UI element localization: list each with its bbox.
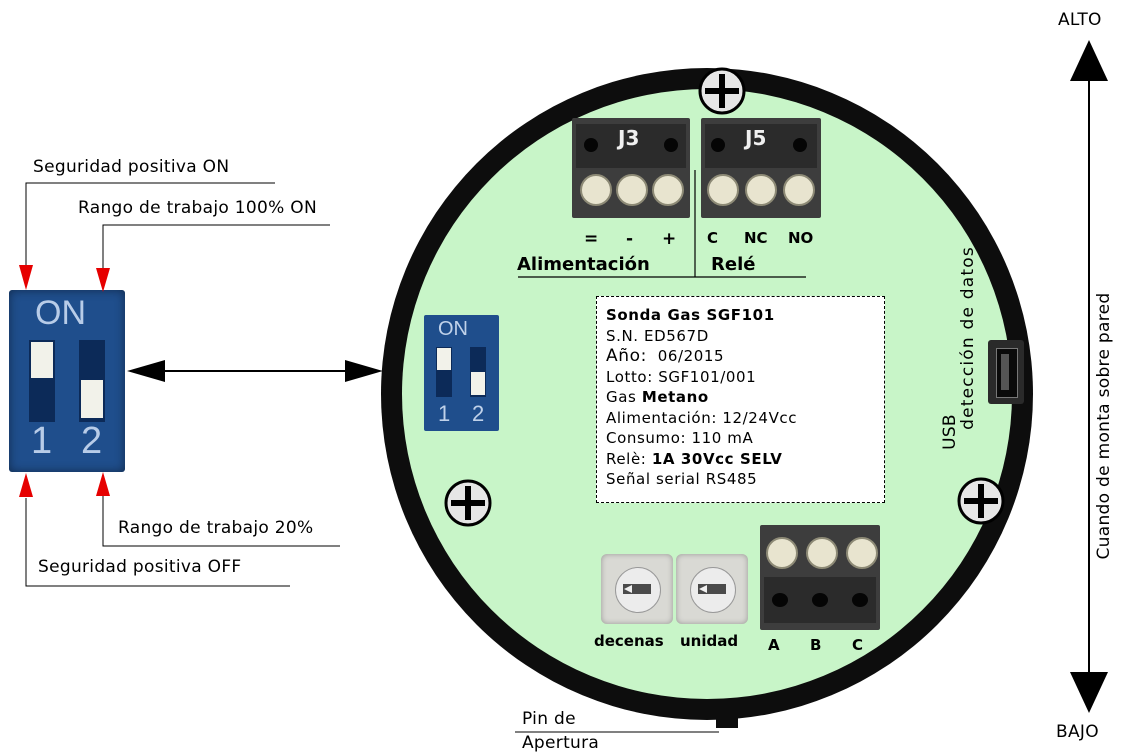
- dip-callout-lines: [19, 182, 340, 587]
- j5-pin-1: C: [707, 229, 719, 247]
- dip-switch-large: ON 1 2: [9, 290, 125, 472]
- opening-pin: [716, 704, 738, 728]
- phillips-screw-icon: [957, 477, 1005, 525]
- dip-small-knob-1[interactable]: [437, 348, 451, 370]
- j5-hole-3: [793, 138, 807, 152]
- j3-title: J3: [618, 126, 640, 150]
- phillips-screw-icon: [698, 67, 746, 115]
- dip-num-1: 1: [31, 420, 53, 462]
- j3-pin-3: +: [662, 229, 677, 249]
- label-line-power: Alimentación: 12/24Vcc: [606, 408, 798, 427]
- abc-screw-2: [806, 537, 838, 569]
- orientation-top-label: ALTO: [1058, 10, 1102, 30]
- j3-pin-2: -: [626, 229, 634, 249]
- product-label: Sonda Gas SGF101 S.N. ED567D Año: 06/201…: [596, 296, 885, 503]
- j3-screw-2: [616, 174, 648, 206]
- callout-range-20: Rango de trabajo 20%: [118, 518, 314, 538]
- label-line-lot: Lotto: SGF101/001: [606, 367, 757, 386]
- dip-small-knob-2[interactable]: [471, 372, 485, 395]
- rotary-label-unidad: unidad: [680, 632, 739, 650]
- usb-detection-label: detección de datos: [958, 246, 978, 430]
- double-arrow-icon: [127, 360, 383, 382]
- j5-screw-3: [783, 174, 815, 206]
- orientation-arrow-icon: [1070, 40, 1108, 713]
- callout-safety-off: Seguridad positiva OFF: [38, 557, 242, 577]
- usb-label: USB: [940, 414, 960, 450]
- dip-num-2: 2: [81, 420, 103, 462]
- label-line-relay: Relè: 1A 30Vcc SELV: [606, 449, 783, 468]
- rotary-switch-decenas[interactable]: [601, 554, 673, 624]
- dip-small-num-1: 1: [438, 401, 451, 426]
- label-line-gas: Gas Metano: [606, 388, 709, 406]
- dip-knob-1[interactable]: [31, 342, 53, 378]
- j5-screw-1: [707, 174, 739, 206]
- orientation-side-text: Cuando de monta sobre pared: [1094, 286, 1114, 566]
- abc-pin-c: C: [852, 636, 864, 654]
- dip-small-on-text: ON: [438, 318, 468, 340]
- rotary-label-decenas: decenas: [594, 632, 664, 650]
- abc-screw-1: [766, 537, 798, 569]
- label-line-consumption: Consumo: 110 mA: [606, 429, 754, 447]
- rotary-switch-unidad[interactable]: [676, 554, 748, 624]
- terminal-block-abc: [760, 525, 880, 630]
- callout-safety-on: Seguridad positiva ON: [33, 157, 230, 177]
- j3-screw-1: [580, 174, 612, 206]
- j3-caption: Alimentación: [517, 254, 650, 275]
- j3-hole-3: [664, 138, 678, 152]
- abc-hole-3: [852, 593, 868, 607]
- terminal-block-j5: J5: [701, 118, 821, 218]
- orientation-bottom-label: BAJO: [1056, 722, 1099, 742]
- usb-port-icon: [988, 340, 1024, 404]
- pin-label-line1: Pin de: [522, 709, 576, 729]
- dip-small-num-2: 2: [472, 401, 485, 426]
- phillips-screw-icon: [444, 479, 492, 527]
- j5-pin-2: NC: [744, 229, 768, 247]
- pin-callout-line: [515, 731, 719, 733]
- callout-range-100: Rango de trabajo 100% ON: [78, 198, 317, 218]
- j3-hole-1: [584, 138, 598, 152]
- j3-pin-1: =: [584, 229, 599, 249]
- j5-title: J5: [745, 126, 767, 150]
- abc-pin-a: A: [768, 636, 780, 654]
- abc-hole-2: [812, 593, 828, 607]
- j5-screw-2: [745, 174, 777, 206]
- abc-screw-3: [846, 537, 878, 569]
- label-line-serial-port: Señal serial RS485: [606, 470, 758, 488]
- j5-caption: Relé: [711, 254, 756, 275]
- abc-pin-b: B: [810, 636, 822, 654]
- terminal-divider-lines: [518, 170, 806, 278]
- j5-hole-1: [711, 138, 725, 152]
- terminal-block-j3: J3: [572, 118, 690, 218]
- j3-screw-3: [652, 174, 684, 206]
- dip-knob-2[interactable]: [81, 380, 103, 418]
- label-line-model: Sonda Gas SGF101: [606, 306, 775, 324]
- label-line-serial: S.N. ED567D: [606, 326, 709, 345]
- label-line-year: Año: 06/2015: [606, 346, 725, 366]
- pin-label-line2: Apertura: [522, 733, 600, 753]
- j5-pin-3: NO: [788, 229, 814, 247]
- dip-on-text: ON: [35, 294, 86, 332]
- dip-switch-small: ON 1 2: [424, 315, 499, 431]
- abc-hole-1: [772, 593, 788, 607]
